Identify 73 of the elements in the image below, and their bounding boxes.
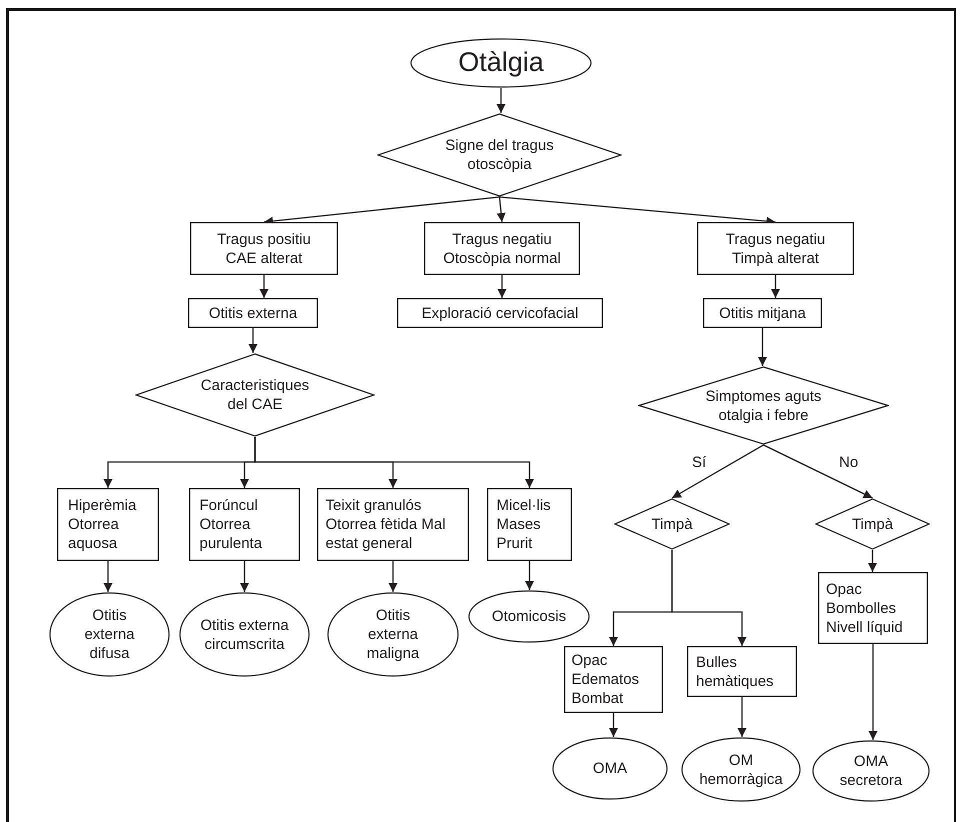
node-text: Simptomes aguts otalgia i febre (704, 386, 822, 424)
terminal-ellipse (681, 737, 801, 802)
process-box (697, 222, 854, 275)
process-box (57, 488, 159, 561)
edge-label: No (837, 455, 860, 470)
terminal-ellipse (49, 592, 170, 677)
node-text: Hiperèmia Otorrea aquosa (68, 496, 138, 553)
decision-diamond (638, 366, 889, 445)
node-text: Otitis externa (208, 304, 298, 322)
node-text: Otitis externa maligna (366, 606, 420, 663)
node-text: Otitis externa circumscrita (200, 616, 290, 654)
arrow (388, 561, 398, 592)
process-box (188, 298, 318, 328)
node-text: Forúncul Otorrea purulenta (200, 496, 264, 553)
terminal-ellipse (410, 38, 592, 88)
arrow (240, 561, 249, 592)
terminal-ellipse (552, 737, 668, 800)
process-box (424, 222, 580, 275)
node-text: OM hemorràgica (698, 750, 784, 788)
node-text: Opac Edematos Bombat (572, 651, 640, 708)
node-text: Tragus negatiu Timpà alterat (724, 230, 826, 268)
arrow (672, 444, 764, 499)
arrow (254, 437, 534, 488)
node-text: OMA (592, 759, 628, 778)
node-text: OMA secretora (838, 752, 904, 790)
process-box (564, 646, 663, 713)
arrow (609, 713, 618, 737)
arrow (260, 275, 268, 298)
node-text: Exploració cervicofacial (420, 304, 580, 322)
terminal-ellipse (468, 590, 590, 643)
node-text: Signe del tragus otoscòpia (444, 136, 555, 174)
decision-diamond (377, 113, 622, 197)
process-box (687, 646, 797, 697)
node-text: Otàlgia (457, 46, 545, 80)
terminal-ellipse (327, 592, 459, 677)
arrow (758, 328, 767, 366)
arrow (496, 88, 506, 113)
arrow (671, 550, 746, 646)
arrow (496, 196, 506, 222)
decision-diamond (614, 498, 730, 550)
arrow (868, 550, 877, 572)
node-text: Otitis mitjana (718, 304, 807, 322)
node-text: Otitis externa difusa (83, 606, 136, 663)
node-text: Micel·lis Mases Prurit (496, 496, 552, 553)
node-text: Teixit granulós Otorrea fètida Mal estat general (326, 496, 447, 553)
arrow (868, 644, 878, 740)
arrow (771, 275, 780, 298)
terminal-ellipse (179, 592, 310, 677)
arrow (248, 328, 258, 353)
arrow (525, 561, 534, 590)
arrow (763, 444, 873, 499)
edge-label: Sí (690, 455, 708, 470)
node-text: Timpà (850, 514, 894, 534)
decision-diamond (815, 498, 930, 550)
node-text: Timpà (650, 514, 694, 534)
process-box (397, 298, 603, 328)
arrow (498, 275, 506, 298)
node-text: Opac Bombolles Nivell líquid (826, 580, 904, 636)
process-box (189, 488, 300, 561)
node-text: Caracteristiques del CAE (200, 376, 310, 414)
process-box (818, 572, 928, 644)
process-box (317, 488, 469, 561)
node-text: Tragus negatiu Otoscòpia normal (442, 230, 562, 268)
process-box (703, 298, 822, 328)
terminal-ellipse (812, 740, 930, 802)
arrow (104, 561, 112, 592)
decision-diamond (135, 353, 375, 437)
node-text: Otomicosis (490, 607, 568, 626)
process-box (487, 488, 572, 561)
node-text: Tragus positiu CAE alterat (216, 230, 312, 268)
process-box (190, 222, 338, 275)
node-text: Bulles hemàtiques (696, 652, 775, 690)
arrow (738, 697, 746, 737)
